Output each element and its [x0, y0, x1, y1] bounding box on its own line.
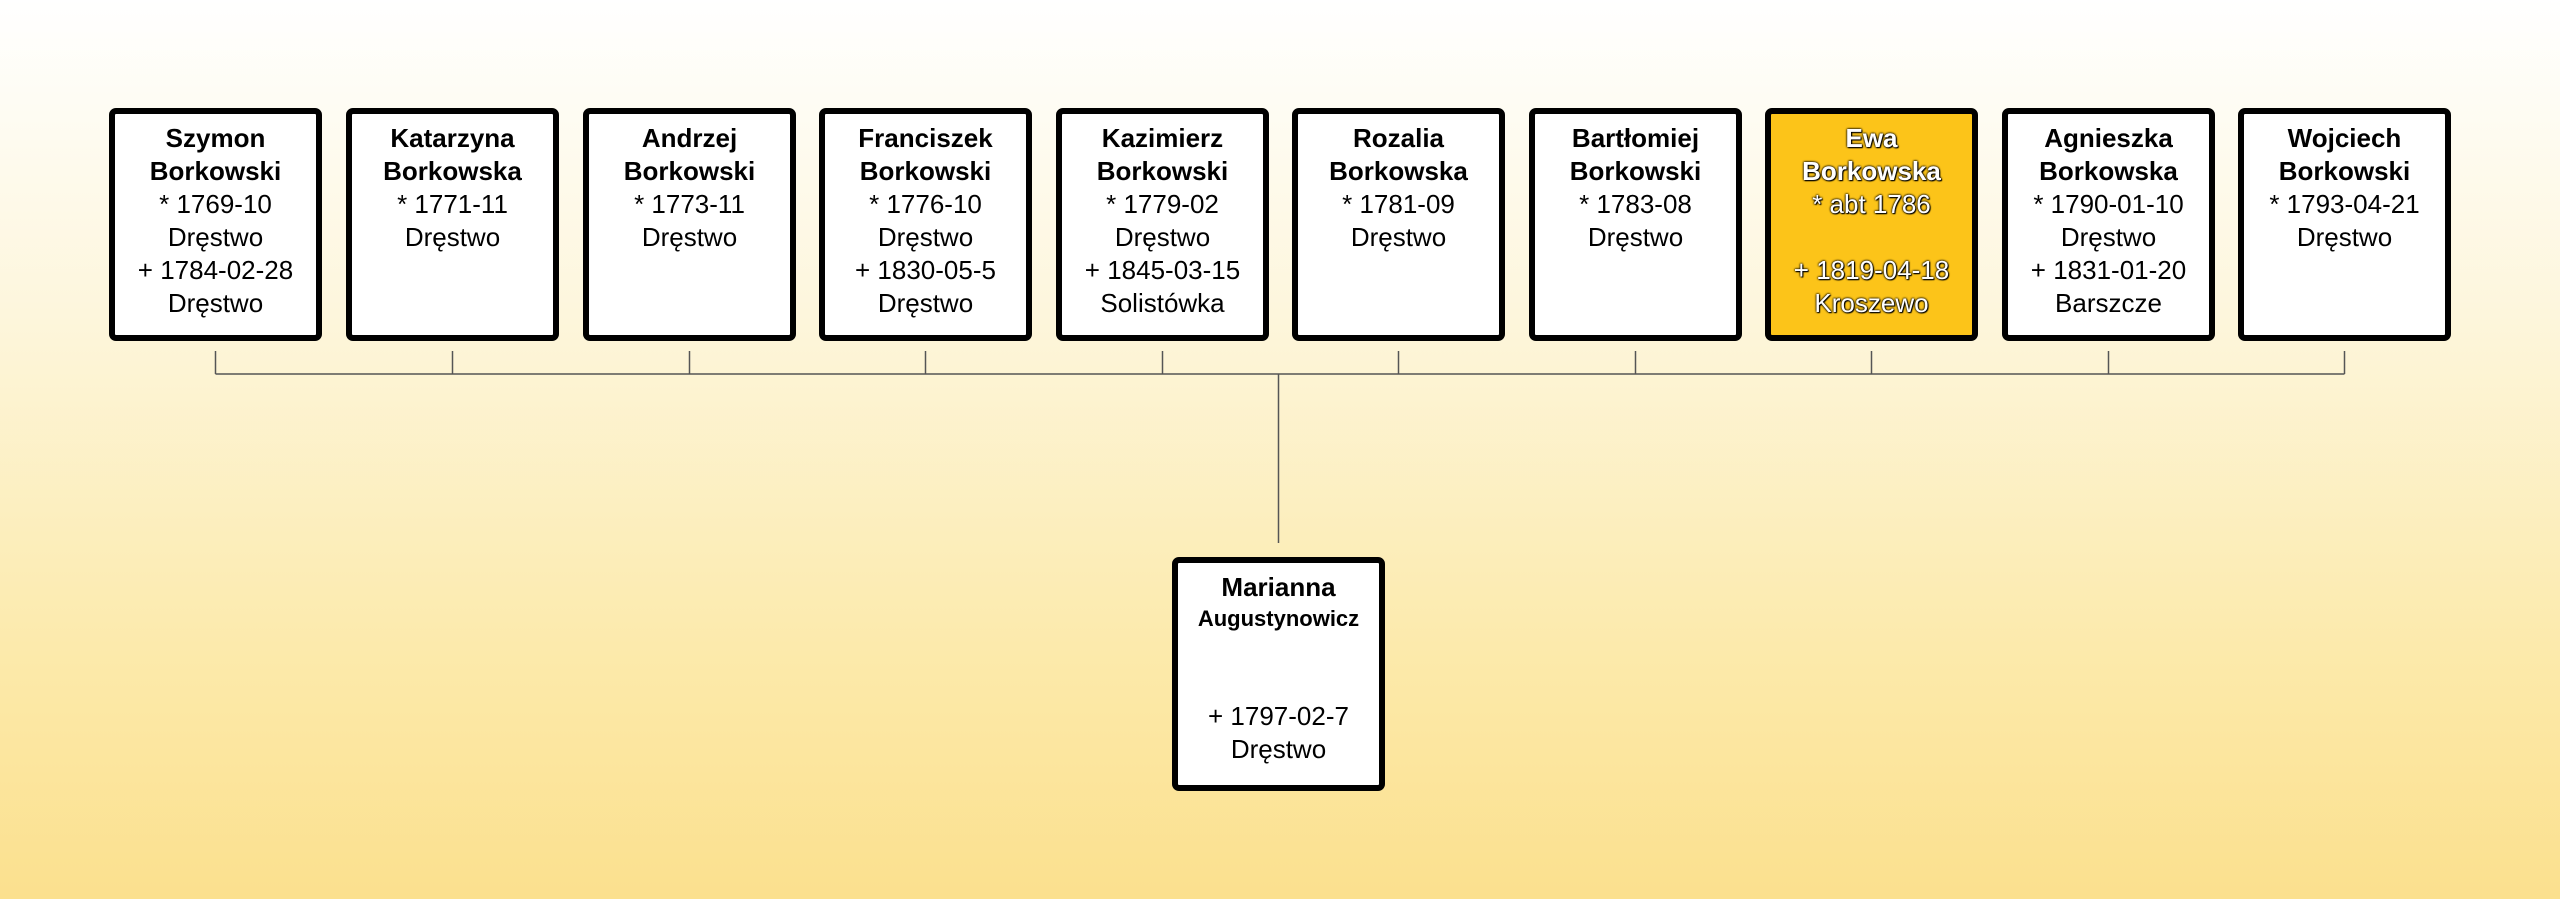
birth-place: Dręstwo [641, 222, 738, 252]
person-surname: Borkowski [1569, 156, 1702, 186]
death-date [1535, 254, 1736, 287]
person-box-szymon-borkowski[interactable]: Szymon Borkowski * 1769-10 Dręstwo + 178… [109, 108, 322, 341]
person-surname: Borkowski [859, 156, 992, 186]
death-place [1298, 287, 1499, 320]
birth-place: Dręstwo [167, 222, 264, 252]
death-date: + 1845-03-15 [1084, 255, 1241, 285]
person-given-name: Szymon [165, 123, 266, 153]
birth-date [1178, 634, 1379, 667]
death-date: + 1797-02-7 [1208, 701, 1349, 731]
person-surname: Borkowski [623, 156, 756, 186]
person-surname: Borkowski [149, 156, 282, 186]
death-place [589, 287, 790, 320]
birth-place: Dręstwo [1114, 222, 1211, 252]
birth-date: * 1773-11 [634, 189, 745, 219]
death-date: + 1784-02-28 [137, 255, 294, 285]
death-date [1298, 254, 1499, 287]
death-place: Dręstwo [167, 288, 264, 318]
person-box-katarzyna-borkowska[interactable]: Katarzyna Borkowska * 1771-11 Dręstwo [346, 108, 559, 341]
death-date: + 1831-01-20 [2030, 255, 2187, 285]
birth-place: Dręstwo [2060, 222, 2157, 252]
birth-date: * 1790-01-10 [2033, 189, 2184, 219]
person-box-marianna-augustynowicz[interactable]: Marianna Augustynowicz + 1797-02-7 Dręst… [1172, 557, 1385, 791]
person-given-name: Katarzyna [390, 123, 515, 153]
birth-date: * 1771-11 [397, 189, 508, 219]
person-given-name: Wojciech [2287, 123, 2402, 153]
person-given-name: Ewa [1845, 123, 1898, 153]
person-surname: Borkowska [1329, 156, 1468, 186]
birth-place: Dręstwo [2296, 222, 2393, 252]
person-surname: Borkowski [2278, 156, 2411, 186]
birth-date: * 1793-04-21 [2269, 189, 2420, 219]
person-box-wojciech-borkowski[interactable]: Wojciech Borkowski * 1793-04-21 Dręstwo [2238, 108, 2451, 341]
death-place: Dręstwo [877, 288, 974, 318]
person-given-name: Bartłomiej [1571, 123, 1700, 153]
birth-date: * 1779-02 [1106, 189, 1219, 219]
person-box-kazimierz-borkowski[interactable]: Kazimierz Borkowski * 1779-02 Dręstwo + … [1056, 108, 1269, 341]
death-date [589, 254, 790, 287]
person-surname: Augustynowicz [1197, 606, 1360, 631]
death-date: + 1830-05-5 [855, 255, 996, 285]
death-date [352, 254, 553, 287]
birth-date: * abt 1786 [1812, 189, 1931, 219]
person-given-name: Rozalia [1352, 123, 1445, 153]
person-given-name: Marianna [1221, 572, 1336, 602]
birth-place: Dręstwo [1350, 222, 1447, 252]
death-place: Barszcze [2055, 288, 2162, 318]
birth-place [1771, 221, 1972, 254]
person-surname: Borkowska [1802, 156, 1941, 186]
person-given-name: Andrzej [641, 123, 738, 153]
person-box-agnieszka-borkowska[interactable]: Agnieszka Borkowska * 1790-01-10 Dręstwo… [2002, 108, 2215, 341]
person-given-name: Franciszek [858, 123, 993, 153]
birth-date: * 1781-09 [1342, 189, 1455, 219]
death-place [1535, 287, 1736, 320]
birth-place: Dręstwo [877, 222, 974, 252]
person-surname: Borkowski [1096, 156, 1229, 186]
person-box-franciszek-borkowski[interactable]: Franciszek Borkowski * 1776-10 Dręstwo +… [819, 108, 1032, 341]
death-date [2244, 254, 2445, 287]
person-surname: Borkowska [383, 156, 522, 186]
death-place [2244, 287, 2445, 320]
birth-place: Dręstwo [404, 222, 501, 252]
death-place: Solistówka [1100, 288, 1225, 318]
death-place: Kroszewo [1814, 288, 1929, 318]
death-date: + 1819-04-18 [1793, 255, 1950, 285]
death-place [352, 287, 553, 320]
person-box-bartlomiej-borkowski[interactable]: Bartłomiej Borkowski * 1783-08 Dręstwo [1529, 108, 1742, 341]
birth-date: * 1776-10 [869, 189, 982, 219]
person-given-name: Agnieszka [2044, 123, 2173, 153]
birth-place: Dręstwo [1587, 222, 1684, 252]
person-surname: Borkowska [2039, 156, 2178, 186]
birth-place [1178, 667, 1379, 700]
person-box-ewa-borkowska[interactable]: Ewa Borkowska * abt 1786 + 1819-04-18 Kr… [1765, 108, 1978, 341]
person-box-rozalia-borkowska[interactable]: Rozalia Borkowska * 1781-09 Dręstwo [1292, 108, 1505, 341]
person-given-name: Kazimierz [1101, 123, 1224, 153]
person-box-andrzej-borkowski[interactable]: Andrzej Borkowski * 1773-11 Dręstwo [583, 108, 796, 341]
birth-date: * 1769-10 [159, 189, 272, 219]
birth-date: * 1783-08 [1579, 189, 1692, 219]
death-place: Dręstwo [1230, 734, 1327, 764]
